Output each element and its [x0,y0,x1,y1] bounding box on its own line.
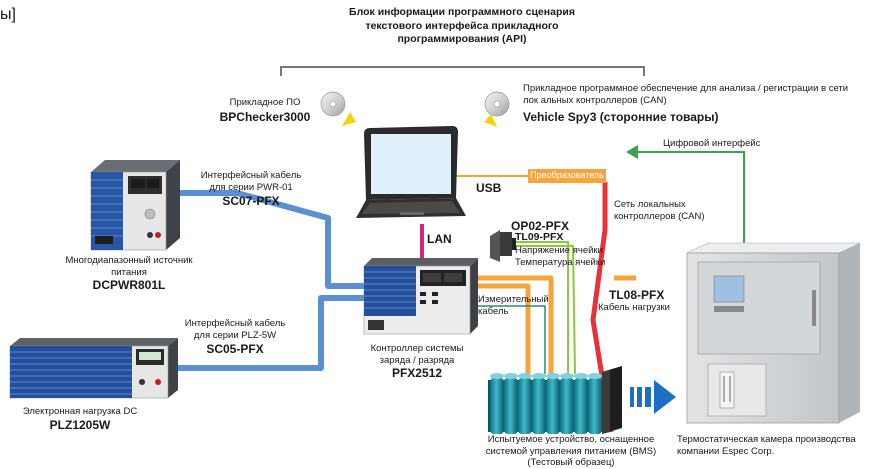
caption-line: Термостатическая камера производства [677,434,856,445]
tl08-load-cable [478,275,554,374]
usb-label: USB [476,181,502,195]
plz-interface-cable [177,295,364,371]
digital-interface-label: Цифровой интерфейс [663,138,761,149]
dut-caption: Испытуемое устройство, оснащенное систем… [476,434,666,469]
measuring-cable [476,305,546,374]
corner-text: ы] [0,6,16,23]
pfx-caption: Контроллер системы заряда / разряда [352,343,482,366]
bms-board [602,366,622,434]
can-network-label: Сеть локальных контроллеров (CAN) [614,199,705,222]
caption-line: лок альных контроллеров (CAN) [523,94,667,106]
op02-connector [490,230,516,262]
plz-cable-model: SC05-PFX [206,342,264,356]
tl09-cable [511,241,576,375]
pwr-cable-label: Интерфейсный кабель для серии PWR-01 [196,170,306,193]
converter-label: Преобразователь [530,170,604,180]
api-title: Блок информации программного сценария те… [262,6,662,47]
caption-line: (Тестовый образец) [527,457,615,468]
app-name: BPChecker3000 [219,110,311,124]
cd-icon [320,91,356,126]
tl08-name: TL08-PFX [609,288,665,302]
cd-icon [484,91,510,127]
caption-line: заряда / разряда [379,354,455,366]
caption-line: Прикладное программное обеспечение для а… [523,83,849,94]
can-software-name: Vehicle Spy3 (сторонние товары) [523,110,719,124]
can-software-caption: Прикладное программное обеспечение для а… [523,83,848,106]
api-title-line: текстового интерфейса прикладного [365,19,559,32]
cell-voltage-label: Напряжение ячейки [515,245,603,256]
plz-caption: Электронная нагрузка DC [22,406,138,417]
api-bracket [280,66,645,76]
pwr-cable-model: SC07-PFX [222,194,280,208]
laptop [356,126,466,218]
plz-cable-label: Интерфейсный кабель для серии PLZ-5W [180,318,290,341]
caption-line: Сеть локальных [614,199,686,210]
chamber-arrow [630,380,676,414]
dcpwr801l-device [90,160,180,251]
converter-box [528,169,606,183]
thermostatic-chamber [686,242,861,424]
caption-line: для серии PLZ-5W [193,329,277,341]
caption-line: контроллеров (CAN) [614,210,705,222]
caption-line: Контроллер системы [370,343,464,354]
pwr-interface-cable [178,190,364,289]
plz1205w-device [9,338,178,399]
caption-line: системой управления питанием (BMS) [485,445,657,457]
pfx2512-device [363,258,478,335]
battery-cell-bank [488,373,604,434]
caption-line: Интерфейсный кабель [184,318,286,329]
dcpwr-model: DCPWR801L [92,278,166,292]
caption-line: Многодиапазонный источник [65,255,193,266]
tl09-name: TL09-PFX [515,231,564,243]
pfx-model: PFX2512 [391,366,443,380]
measuring-cable-label: Измерительный кабель [478,294,549,317]
caption-line: для серии PWR-01 [209,181,293,193]
caption-line: кабель [478,305,509,317]
app-caption: Прикладное ПО [229,97,301,108]
load-cable-label: Кабель нагрузки [598,302,670,313]
caption-line: Интерфейсный кабель [200,170,302,181]
cell-temp-label: Температура ячейки [515,257,606,268]
api-title-line: программирования (API) [397,33,527,45]
caption-line: питания [111,266,147,278]
plz-model: PLZ1205W [49,418,111,432]
caption-line: Испытуемое устройство, оснащенное [487,434,655,445]
caption-line: Измерительный [478,294,549,305]
digital-interface-arrow [626,145,745,244]
lan-label: LAN [427,232,452,246]
api-title-line: Блок информации программного сценария [349,6,575,18]
caption-line: компании Espec Corp. [677,445,775,457]
op02-name: OP02-PFX [511,219,570,233]
dcpwr-caption: Многодиапазонный источник питания [59,255,199,278]
chamber-caption: Термостатическая камера производства ком… [677,434,856,457]
